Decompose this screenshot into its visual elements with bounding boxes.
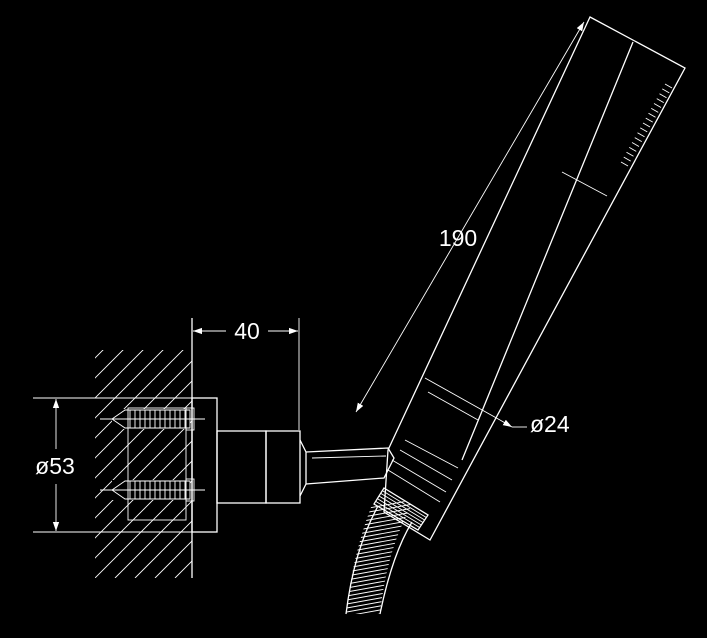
spray-tick <box>637 132 645 138</box>
hatch-line <box>455 318 707 578</box>
spray-tick <box>623 156 631 162</box>
hatch-line <box>95 350 192 578</box>
hatch-line <box>275 318 535 578</box>
hose-rib <box>346 604 412 614</box>
hose-rib <box>346 588 412 608</box>
spray-tick <box>640 127 648 133</box>
hatch-line <box>95 350 116 578</box>
hatch-line <box>95 350 192 578</box>
hatch-line <box>0 318 75 578</box>
hatch-line <box>95 350 192 578</box>
wall-flange <box>191 397 218 533</box>
holder-body <box>216 430 267 504</box>
hatch-line <box>95 350 192 578</box>
hose-rib <box>346 536 412 556</box>
holder-arm <box>305 447 395 485</box>
wall-hatching <box>0 318 707 578</box>
hose-outline <box>345 505 413 615</box>
connector-ring <box>380 492 425 521</box>
spray-tick <box>664 83 673 89</box>
hatch-line <box>0 318 55 578</box>
hatch-line <box>195 318 455 578</box>
connector-ring <box>382 490 427 518</box>
dimension-190-label: 190 <box>439 225 477 251</box>
hatch-line <box>95 350 192 578</box>
hatch-line <box>114 350 192 578</box>
spray-tick <box>642 122 651 128</box>
spray-tick <box>620 161 629 167</box>
spray-tick <box>645 117 653 123</box>
hose-rib <box>346 516 412 536</box>
hatch-line <box>235 318 495 578</box>
hatch-line <box>95 350 176 578</box>
hose-rib <box>346 544 412 564</box>
hatch-line <box>95 350 192 578</box>
hatch-line <box>95 350 136 578</box>
spray-tick <box>631 142 640 147</box>
hose-ribs <box>346 496 412 614</box>
hatch-line <box>95 350 96 578</box>
spray-face-ticks <box>620 83 673 167</box>
hose-rib <box>346 580 412 600</box>
hose-rib <box>346 556 412 576</box>
spray-tick <box>659 93 667 99</box>
hatch-line <box>375 318 635 578</box>
spray-tick <box>656 98 664 104</box>
spray-tick <box>651 107 659 113</box>
hatch-line <box>95 350 192 578</box>
dimension-40: 40 <box>193 318 300 430</box>
hatch-line <box>95 350 156 578</box>
dimension-190: 190 <box>355 21 585 413</box>
dimension-24: ø24 <box>424 377 570 437</box>
hose-rib <box>346 528 412 548</box>
screw-lower <box>100 478 205 502</box>
flange-inner <box>127 407 187 521</box>
hatch-line <box>395 318 655 578</box>
hatch-line <box>134 350 192 578</box>
hose-rib <box>346 584 412 604</box>
dimension-53: ø53 <box>33 397 192 533</box>
dimension-24-label: ø24 <box>530 411 570 437</box>
spray-tick <box>653 103 662 108</box>
hatch-line <box>315 318 575 578</box>
hose-rib <box>346 496 412 516</box>
holder-neck <box>299 439 307 497</box>
holder-arm-mid <box>311 455 387 459</box>
hatch-line <box>355 318 615 578</box>
hatch-line <box>215 318 475 578</box>
holder-collar <box>265 430 301 504</box>
spray-tick <box>648 112 656 118</box>
hose-rib <box>346 576 412 596</box>
hatch-line <box>435 318 695 578</box>
screw-upper <box>100 407 205 431</box>
hatch-line <box>95 350 192 578</box>
spray-tick <box>629 146 637 152</box>
hose-rib <box>346 600 412 614</box>
hose-rib <box>346 560 412 580</box>
hose-rib <box>346 532 412 552</box>
hose-rib <box>346 548 412 568</box>
hose-rib <box>346 596 412 614</box>
hose-rib <box>346 564 412 584</box>
spray-tick <box>634 137 642 143</box>
dimension-40-label: 40 <box>234 318 260 344</box>
dimension-53-label: ø53 <box>35 453 75 479</box>
hose-rib <box>346 552 412 572</box>
connector-ring <box>378 495 424 523</box>
spray-tick <box>626 151 634 157</box>
hose-rib <box>346 572 412 592</box>
hose-rib <box>346 540 412 560</box>
hatch-line <box>475 318 707 578</box>
hose-rib <box>346 568 412 588</box>
hatch-line <box>95 350 192 578</box>
hose-rib <box>346 592 412 612</box>
connector-ring <box>377 498 422 526</box>
hatch-line <box>295 318 555 578</box>
hatch-line <box>415 318 675 578</box>
handset <box>383 16 686 541</box>
hose-rib <box>346 520 412 540</box>
spray-tick <box>662 88 670 94</box>
